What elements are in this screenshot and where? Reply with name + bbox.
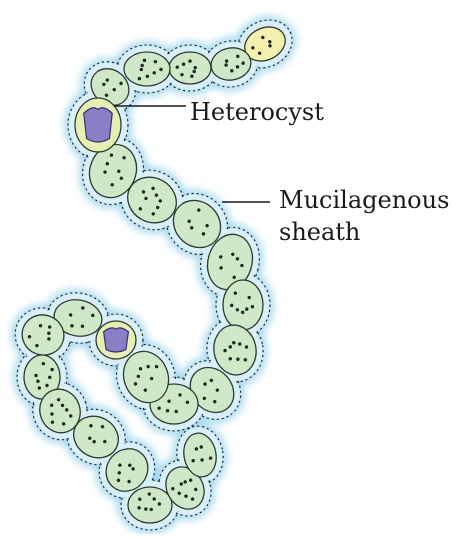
sheath-label-line-2: sheath	[279, 218, 360, 247]
vegetative-cell	[223, 280, 263, 330]
heterocyst-label: Heterocyst	[190, 98, 324, 127]
sheath-label-line-1: Mucilagenous	[279, 186, 449, 215]
vegetative-cell	[124, 52, 170, 86]
vegetative-cell	[128, 487, 172, 523]
heterocyst-cell	[96, 321, 136, 359]
vegetative-cell	[169, 52, 211, 84]
